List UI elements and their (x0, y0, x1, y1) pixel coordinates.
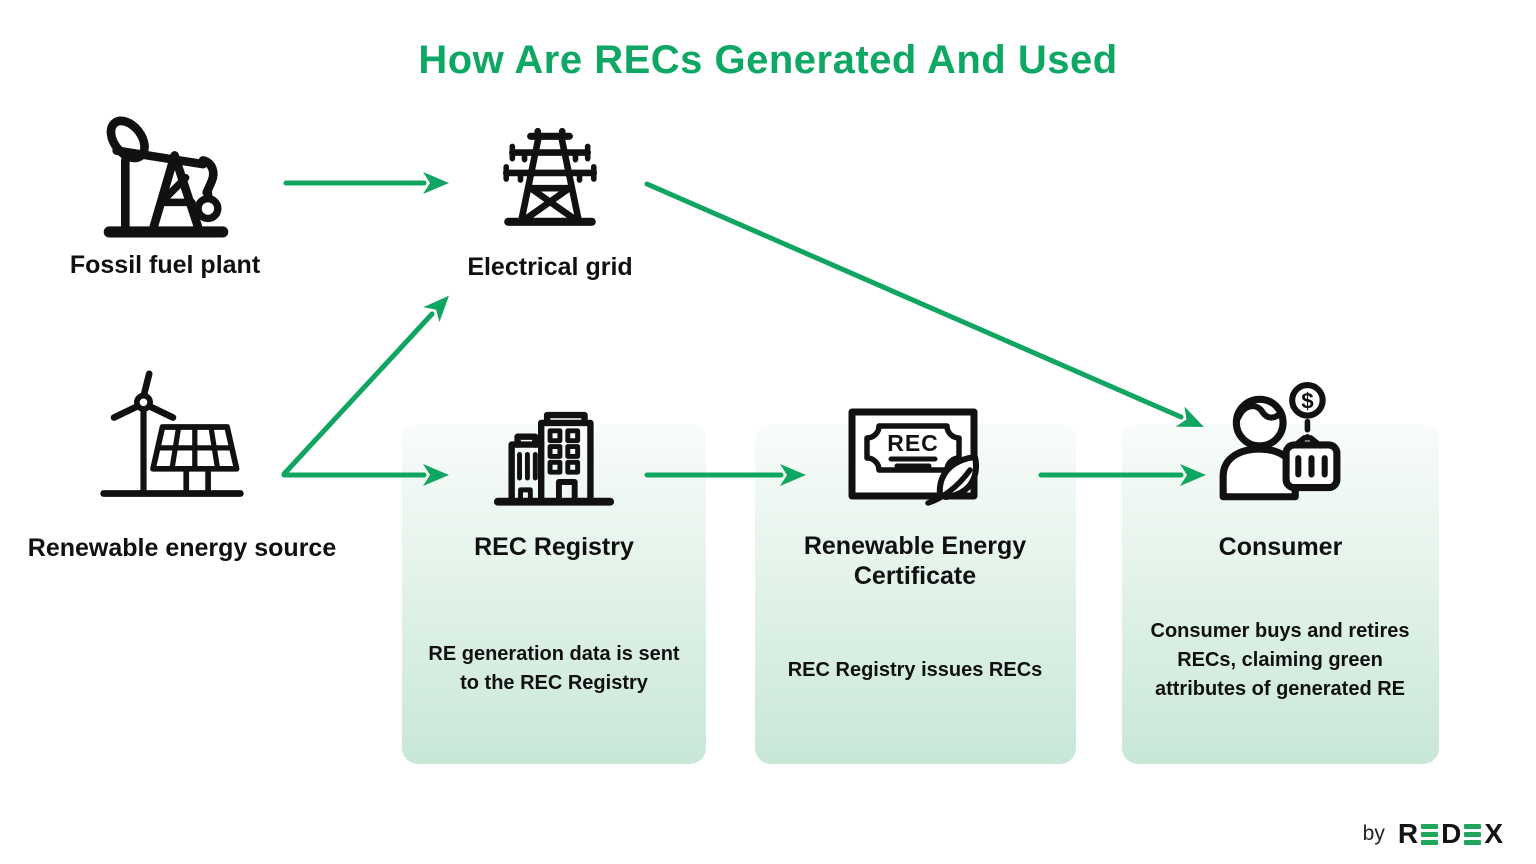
office-buildings-icon (490, 388, 618, 513)
page-title: How Are RECs Generated And Used (418, 38, 1118, 82)
rec-registry-label: REC Registry (474, 533, 634, 561)
coin-dollar-symbol: $ (1301, 388, 1314, 413)
redex-logo: R D X (1397, 820, 1504, 848)
by-label: by (1362, 822, 1385, 845)
footer-credit: by R D X (1363, 820, 1504, 848)
renewable-source-label: Renewable energy source (27, 534, 337, 562)
certificate-description: REC Registry issues RECs (787, 659, 1043, 681)
logo-e-bars-icon (1421, 823, 1439, 845)
registry-panel (402, 424, 706, 764)
electrical-grid-label: Electrical grid (467, 253, 633, 281)
certificate-label: Renewable Energy Certificate (803, 532, 1027, 590)
logo-e-bars-icon (1464, 823, 1482, 845)
transmission-tower-icon (494, 127, 606, 229)
certificate-badge-text: REC (887, 430, 939, 456)
certificate-leaf-icon: REC (843, 400, 993, 518)
arrow-grid-to-consumer (644, 181, 1204, 427)
consumer-label: Consumer (1218, 533, 1343, 561)
logo-letter-x: X (1484, 818, 1503, 849)
consumer-description: Consumer buys and retires RECs, claiming… (1150, 620, 1410, 700)
wind-turbine-solar-panel-icon (96, 370, 248, 503)
rec-registry-description: RE generation data is sent to the REC Re… (428, 643, 680, 694)
person-coin-basket-icon: $ (1213, 381, 1345, 513)
oil-pump-jack-icon (92, 106, 240, 242)
fossil-fuel-label: Fossil fuel plant (69, 251, 261, 279)
logo-letter-r: R (1397, 818, 1419, 849)
logo-letter-d: D (1441, 818, 1462, 849)
